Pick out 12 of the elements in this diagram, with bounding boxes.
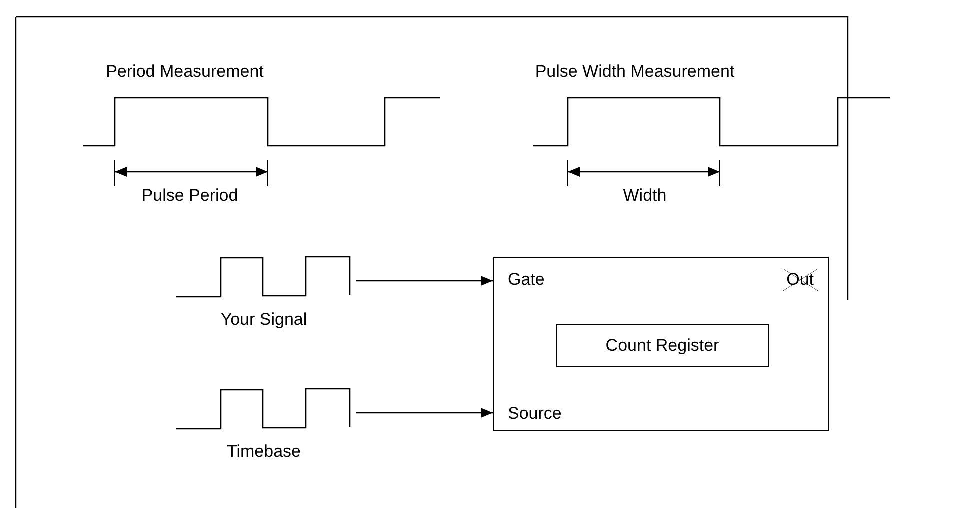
diagram-heading: Pulse Width Measurement: [535, 62, 735, 82]
dimension-label: Width: [623, 186, 667, 206]
register-box: Count Register: [556, 324, 769, 367]
counter-box: [493, 257, 829, 431]
diagram-heading: Period Measurement: [106, 62, 264, 82]
signal-label: Timebase: [226, 442, 302, 462]
dimension-label: Pulse Period: [142, 186, 238, 206]
arrow: [356, 408, 493, 418]
pin-label: Gate: [508, 270, 545, 290]
signal-label: Your Signal: [220, 310, 308, 330]
pin-label: Source: [508, 404, 562, 424]
arrow: [356, 276, 493, 286]
